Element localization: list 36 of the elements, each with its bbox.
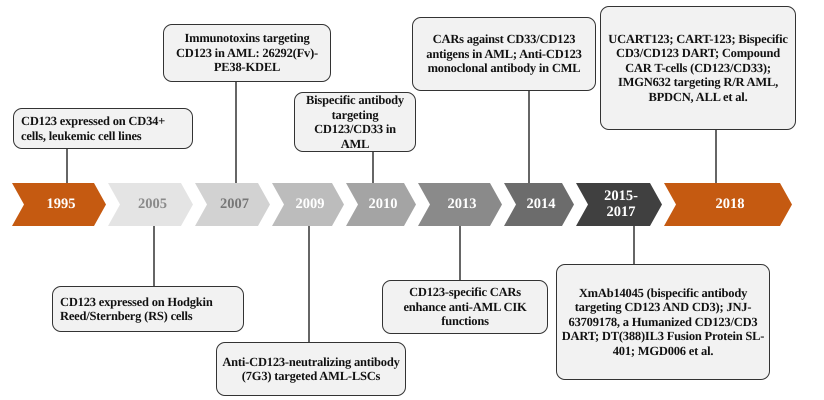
year-label: 2010 — [368, 196, 398, 212]
year-label: 1995 — [46, 196, 76, 212]
year-label: 2018 — [714, 196, 746, 212]
event-text: UCART123; CART-123; Bispecific CD3/CD123 DART; Compound CAR T-cells (CD123/CD33); IMGN632 targeting R/R AML, BPDCN, ALL et al. — [607, 32, 789, 104]
event-box — [294, 92, 416, 152]
connector-line — [235, 82, 237, 183]
year-label: 2015-2017 — [603, 188, 639, 220]
event-text: CARs against CD33/CD123 antigens in AML; Anti-CD123 monoclonal antibody in CML — [425, 32, 583, 76]
event-box — [216, 342, 406, 396]
year-label: 2005 — [137, 196, 168, 212]
event-text: CD123-specific CARs enhance anti-AML CIK functions — [402, 285, 528, 329]
event-box — [600, 6, 796, 130]
event-text: XmAb14045 (bispecific antibody targeting CD123 AND CD3); JNJ-63709178, a Humanized CD123/CD3 DART; DT(388)IL3 Fusion Protein SL-401; MGD006 et al. — [561, 286, 765, 358]
event-box — [52, 286, 244, 332]
connector-line — [633, 226, 635, 264]
connector-line — [715, 130, 717, 183]
event-text: Anti-CD123-neutralizing antibody (7G3) targeted AML-LSCs — [221, 354, 401, 384]
connector-line — [308, 226, 310, 342]
connector-line — [372, 152, 374, 183]
event-text: Immunotoxins targeting CD123 in AML: 26292(Fv)-PE38-KDEL — [174, 31, 320, 75]
event-text: CD123 expressed on CD34+ cells, leukemic cell lines — [21, 114, 166, 143]
event-text: CD123 expressed on Hodgkin Reed/Sternberg (RS) cells — [60, 294, 214, 324]
connector-line — [153, 226, 155, 286]
connector-line — [66, 149, 68, 183]
event-box — [163, 24, 331, 82]
event-text: Bispecific antibody targeting CD123/CD33 in AML — [305, 93, 405, 151]
event-box — [382, 280, 548, 334]
year-label: 2013 — [446, 196, 478, 212]
year-label: 2014 — [526, 196, 556, 212]
event-box — [13, 108, 193, 149]
event-box — [412, 17, 596, 91]
event-box — [556, 264, 770, 380]
connector-line — [528, 91, 530, 183]
connector-line — [459, 226, 461, 280]
year-label: 2009 — [294, 196, 326, 212]
year-label: 2007 — [219, 196, 250, 212]
